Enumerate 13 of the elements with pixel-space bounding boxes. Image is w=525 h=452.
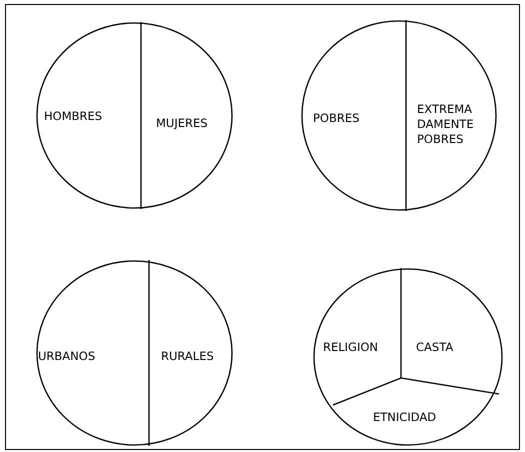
divided-circle xyxy=(36,260,233,446)
divided-circle xyxy=(313,268,503,446)
segment-label: POBRES xyxy=(313,111,360,126)
segment-label: MUJERES xyxy=(156,116,208,131)
segment-label: RELIGION xyxy=(323,340,378,355)
segment-label: RURALES xyxy=(161,349,214,364)
segment-label: HOMBRES xyxy=(44,109,102,124)
divided-circle xyxy=(301,20,497,211)
segment-label: URBANOS xyxy=(38,349,96,364)
segment-label: CASTA xyxy=(416,340,454,355)
divided-circle xyxy=(36,22,233,209)
segment-label: EXTREMADAMENTE POBRES xyxy=(417,102,475,147)
segment-label: ETNICIDAD xyxy=(373,410,436,425)
